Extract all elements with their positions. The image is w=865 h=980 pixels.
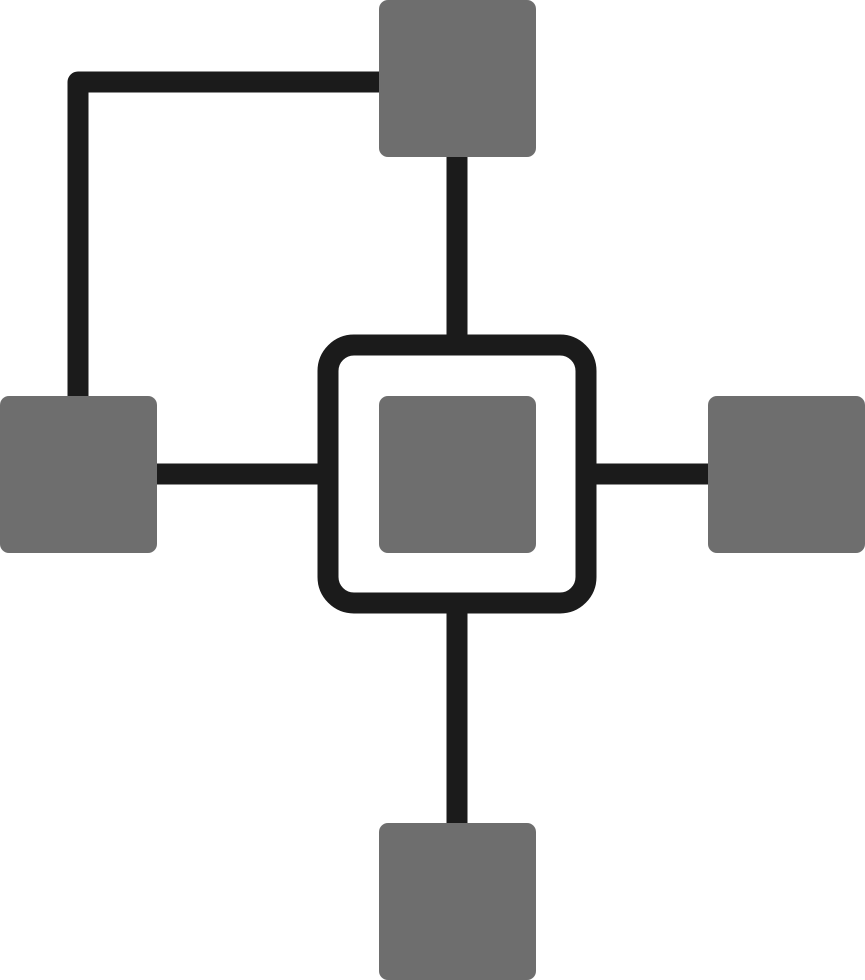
node-bottom [379, 823, 536, 980]
connector-lines [67, 71, 710, 825]
connector-top-left-elbow [67, 71, 380, 398]
node-center [379, 396, 536, 553]
node-left [0, 396, 157, 553]
node-right [708, 396, 865, 553]
node-top [379, 0, 536, 157]
